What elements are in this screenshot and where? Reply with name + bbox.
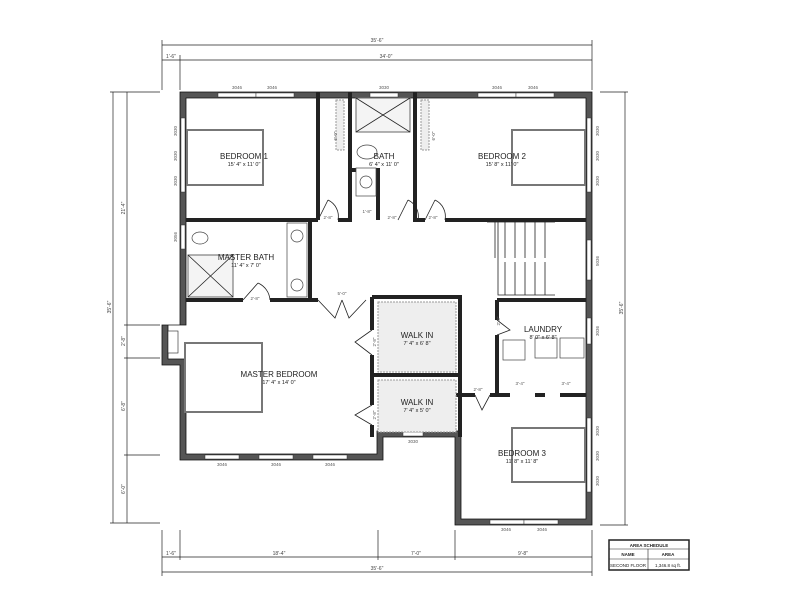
window-label: 3030 — [379, 85, 390, 90]
room-size-master-bath: 11' 4" x 7' 0" — [231, 263, 261, 269]
room-size-bedroom3: 11' 8" x 11' 8" — [506, 459, 538, 465]
dimension-labels: 35'-6" 1'-6" 34'-0" 35'-6" 21'-4" 2'-8" … — [107, 38, 625, 572]
room-name-bedroom3: BEDROOM 3 — [498, 449, 547, 458]
door-label: 2'-8" — [251, 296, 260, 301]
window-label: 3030 — [595, 425, 600, 436]
bed-master — [184, 342, 263, 413]
window-label: 3030 — [595, 125, 600, 136]
exterior-walls — [161, 91, 593, 526]
beds — [184, 129, 586, 483]
interior-walls — [186, 92, 586, 437]
door-label: 2'-8" — [388, 215, 397, 220]
dim-left-3: 6'-8" — [121, 401, 127, 411]
window-label: 3046 — [501, 527, 512, 532]
door-label: 6'-0" — [333, 131, 338, 140]
window-label: 3046 — [267, 85, 278, 90]
room-name-walk-in-1: WALK IN — [401, 331, 434, 340]
door-label: 2'-8" — [372, 410, 377, 419]
window-label: 3030 — [595, 475, 600, 486]
area-schedule-cell-name: SECOND FLOOR — [610, 563, 647, 568]
window-labels: 3046 3046 3030 3046 3046 3030 3030 3030 … — [173, 85, 600, 532]
door-label: 6'-0" — [431, 131, 436, 140]
dim-left-1: 21'-4" — [121, 201, 127, 214]
room-name-laundry: LAUNDRY — [524, 325, 563, 334]
area-schedule-header-area: AREA — [662, 552, 676, 557]
bed-bedroom3 — [511, 427, 586, 483]
window-label: 3046 — [325, 462, 336, 467]
dim-left-2: 2'-8" — [121, 336, 127, 346]
room-name-bedroom1: BEDROOM 1 — [220, 152, 269, 161]
window-label: 3046 — [492, 85, 503, 90]
window-label: 3030 — [595, 175, 600, 186]
window-label: 3046 — [537, 527, 548, 532]
dim-left-overall: 35'-6" — [107, 300, 113, 313]
window-label: 3056 — [173, 231, 178, 242]
room-size-bedroom1: 15' 4" x 11' 0" — [228, 162, 261, 168]
area-schedule-title: AREA SCHEDULE — [630, 543, 669, 548]
dim-bottom-1: 1'-6" — [166, 551, 176, 557]
dim-right-overall: 35'-6" — [619, 301, 625, 314]
dim-top-overall: 35'-6" — [371, 38, 384, 44]
door-label: 2'-8" — [429, 215, 438, 220]
window-label: 3030 — [408, 439, 419, 444]
window-label: 3030 — [173, 175, 178, 186]
dim-left-4: 6'-0" — [121, 484, 127, 494]
door-label: 2'-8" — [474, 387, 483, 392]
dim-bottom-3: 7'-0" — [411, 551, 421, 557]
room-name-master-bath: MASTER BATH — [218, 253, 275, 262]
area-schedule-cell-area: 1,346.8 sq ft. — [655, 563, 681, 568]
room-name-master-bedroom: MASTER BEDROOM — [241, 370, 318, 379]
dim-top-main: 34'-0" — [380, 54, 393, 60]
window-label: 3030 — [173, 150, 178, 161]
bed-bedroom2 — [511, 129, 586, 186]
dim-top-left: 1'-6" — [166, 54, 176, 60]
window-label: 3036 — [595, 325, 600, 336]
window-label: 3030 — [595, 450, 600, 461]
dim-bottom-4: 9'-8" — [518, 551, 528, 557]
room-name-bath: BATH — [374, 152, 395, 161]
room-size-laundry: 8' 0" x 6' 8" — [529, 335, 556, 341]
door-label: 2'-8" — [372, 337, 377, 346]
room-labels: BEDROOM 1 15' 4" x 11' 0" BATH 6' 4" x 1… — [218, 152, 563, 465]
door-label: 5'-0" — [338, 291, 347, 296]
room-size-walk-in-2: 7' 4" x 5' 0" — [403, 408, 430, 414]
area-schedule-table: AREA SCHEDULE NAME AREA SECOND FLOOR 1,3… — [608, 539, 690, 571]
door-label: 3'-4" — [516, 381, 525, 386]
window-label: 3046 — [271, 462, 282, 467]
dim-bottom-overall: 35'-6" — [371, 566, 384, 572]
window-label: 3030 — [173, 125, 178, 136]
dim-bottom-2: 18'-4" — [273, 551, 286, 557]
room-size-bedroom2: 15' 8" x 11' 0" — [486, 162, 519, 168]
door-labels: 2'-8" 1'-8" 2'-8" 2'-8" 2'-8" 5'-0" 2'-8… — [251, 131, 571, 419]
bed-bedroom1 — [186, 129, 264, 186]
window-label: 5036 — [595, 255, 600, 266]
door-label: 2'-8" — [496, 316, 501, 325]
dimension-lines — [110, 40, 628, 576]
fixtures — [187, 97, 585, 433]
window-label: 3046 — [528, 85, 539, 90]
room-size-walk-in-1: 7' 4" x 6' 8" — [403, 341, 430, 347]
window-label: 3030 — [595, 150, 600, 161]
window-label: 3046 — [232, 85, 243, 90]
room-size-master-bedroom: 17' 4" x 14' 0" — [262, 380, 295, 386]
door-label: 2'-8" — [324, 215, 333, 220]
window-label: 3046 — [217, 462, 228, 467]
door-label: 3'-4" — [562, 381, 571, 386]
door-label: 1'-8" — [363, 209, 372, 214]
room-name-bedroom2: BEDROOM 2 — [478, 152, 527, 161]
door-swings — [242, 199, 511, 426]
room-name-walk-in-2: WALK IN — [401, 398, 434, 407]
room-size-bath: 6' 4" x 11' 0" — [369, 162, 399, 168]
area-schedule-header-name: NAME — [621, 552, 634, 557]
